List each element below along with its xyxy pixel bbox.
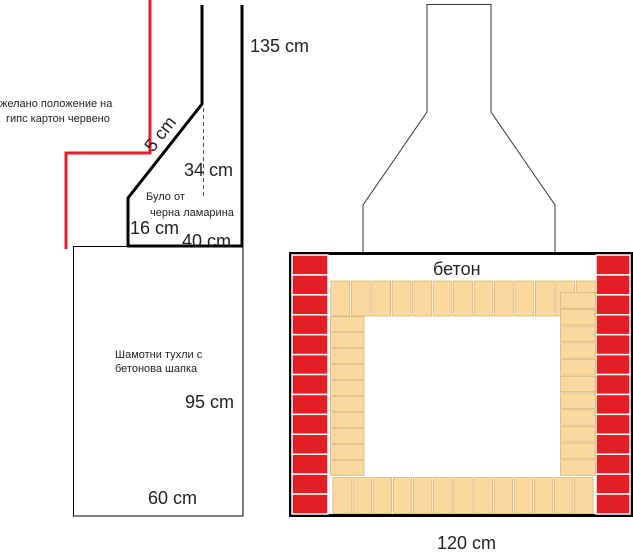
firebrick [554, 477, 574, 514]
red-brick [291, 493, 329, 515]
firebrick [330, 460, 365, 476]
red-brick [595, 393, 631, 416]
red-brick [291, 373, 329, 396]
red-brick [291, 274, 329, 296]
red-brick [595, 274, 631, 296]
firebrick [391, 280, 412, 317]
firebrick [330, 412, 365, 428]
firebrick [352, 477, 372, 514]
firebrick [535, 280, 555, 317]
firebrick [432, 280, 453, 317]
red-brick [291, 473, 329, 495]
slope-length-label: 5 cm [140, 112, 180, 155]
red-brick [595, 333, 631, 356]
red-brick [291, 314, 329, 336]
red-brick [291, 413, 329, 436]
firebrick [330, 380, 365, 396]
firebrick [332, 477, 352, 514]
firebrick [412, 280, 432, 317]
red-brick [595, 254, 631, 276]
firebrick [372, 477, 393, 514]
red-brick [595, 314, 631, 336]
hood-material-line2: черна ламарина [150, 207, 235, 219]
front-hood-left-edge [362, 111, 428, 253]
firebrick [560, 442, 596, 460]
firebrick [494, 280, 514, 317]
gypsum-note-line2: гипс картон червено [6, 113, 110, 125]
firebrick [560, 308, 596, 326]
firebrick [330, 428, 365, 444]
hood-material-line1: Було от [146, 191, 185, 203]
firebrick [433, 477, 453, 514]
red-brick [291, 453, 329, 475]
firebrick [330, 396, 365, 412]
red-brick [291, 393, 329, 416]
gypsum-board-line [64, 0, 152, 249]
firebrick [453, 477, 473, 514]
base-material-line2: бетонова шапка [115, 363, 198, 375]
firebrick [350, 280, 371, 317]
red-brick [595, 294, 631, 316]
red-brick [595, 353, 631, 376]
front-hood-right-edge [490, 111, 556, 253]
red-brick [291, 433, 329, 455]
firebrick [560, 342, 596, 359]
firebrick [371, 280, 391, 317]
firebrick [392, 477, 413, 514]
chimney-inner-wall [126, 5, 204, 246]
red-brick [595, 373, 631, 396]
firebrick [574, 477, 594, 514]
red-brick [291, 353, 329, 376]
hood-front-height-label: 16 cm [130, 218, 179, 238]
total-width-label: 120 cm [437, 533, 496, 553]
brick-layer [291, 254, 631, 515]
firebrick [330, 348, 365, 364]
firebrick [513, 477, 534, 514]
firebrick [473, 280, 494, 317]
firebrick [560, 426, 596, 443]
firebrick [330, 316, 365, 332]
firebrick [560, 292, 596, 309]
front-chimney-outline [426, 4, 492, 112]
red-brick [595, 473, 631, 495]
concrete-label: бетон [433, 259, 481, 279]
firebrick [560, 359, 596, 376]
firebrick [453, 280, 473, 317]
firebrick [330, 444, 365, 460]
base-depth-label: 60 cm [148, 488, 197, 508]
firebrick [560, 392, 596, 409]
side-view: 135 cm желано положение на гипс картон ч… [0, 0, 309, 517]
base-outline [73, 246, 244, 517]
red-brick [291, 333, 329, 356]
firebrick [560, 375, 596, 393]
firebrick [413, 477, 433, 514]
firebrick [560, 459, 596, 476]
red-brick [291, 294, 329, 316]
firebrick [493, 477, 513, 514]
red-brick [595, 433, 631, 455]
red-brick [595, 453, 631, 475]
chimney-height-label: 135 cm [250, 36, 309, 56]
red-brick [595, 493, 631, 515]
front-view: бетон 120 cm [289, 4, 633, 553]
base-height-label: 95 cm [185, 392, 234, 412]
hood-depth-label: 40 cm [182, 231, 231, 251]
firebrick [514, 280, 535, 317]
firebrick [560, 325, 596, 342]
firebrick [330, 364, 365, 380]
red-brick [595, 413, 631, 436]
base-material-line1: Шамотни тухли с [115, 349, 203, 361]
firebrick [533, 477, 554, 514]
gypsum-note-line1: желано положение на [0, 98, 113, 110]
firebrick [330, 280, 351, 317]
firebrick [560, 409, 596, 426]
firebrick [473, 477, 493, 514]
firebrick [330, 332, 365, 348]
hood-height-label: 34 cm [184, 160, 233, 180]
red-brick [291, 254, 329, 276]
